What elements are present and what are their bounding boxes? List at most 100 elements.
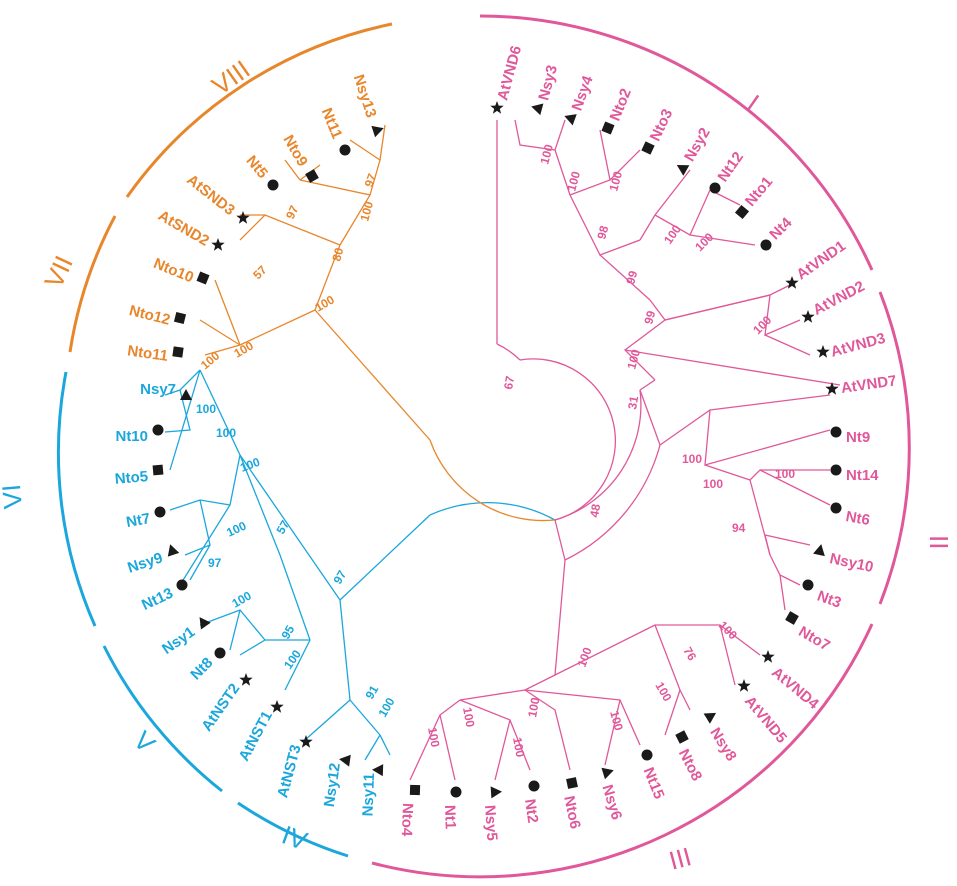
- bootstrap-value: 100: [238, 455, 262, 475]
- bootstrap-value: 100: [607, 709, 626, 732]
- leaf-label-atvnd5: AtVND5: [741, 693, 790, 747]
- circle-marker-icon: [760, 239, 772, 251]
- bootstrap-value: 99: [623, 269, 640, 286]
- star-marker-icon: [490, 101, 504, 114]
- leaf-label-atsnd2: AtSND2: [155, 207, 212, 250]
- bootstrap-value: 100: [537, 142, 556, 165]
- branches-blue: [164, 369, 556, 761]
- leaf-label-nsy4: Nsy4: [568, 73, 596, 113]
- leaf-label-atvnd3: AtVND3: [829, 330, 887, 361]
- square-marker-icon: [305, 169, 319, 183]
- bootstrap-value: 31: [625, 395, 641, 411]
- leaf-label-nt5: Nt5: [243, 152, 272, 181]
- leaf-label-nt13: Nt13: [139, 585, 176, 614]
- bootstrap-value: 100: [692, 230, 716, 254]
- leaf-label-nto8: Nto8: [675, 746, 705, 783]
- leaf-label-nt8: Nt8: [187, 654, 216, 683]
- circle-marker-icon: [641, 749, 653, 761]
- bootstrap-value: 100: [575, 645, 595, 669]
- leaf-label-nto12: Nto12: [127, 302, 172, 329]
- bootstrap-value: 100: [661, 222, 684, 247]
- triangle-marker-icon: [531, 103, 544, 116]
- leaf-label-nto6: Nto6: [560, 794, 584, 830]
- triangle-marker-icon: [813, 544, 825, 557]
- square-marker-icon: [675, 730, 689, 744]
- circle-marker-icon: [802, 579, 814, 591]
- leaf-label-atnst2: AtNST2: [198, 680, 243, 734]
- leaf-label-atvnd7: AtVND7: [840, 372, 898, 397]
- leaf-label-atvnd1: AtVND1: [793, 237, 848, 283]
- bootstrap-value: 100: [196, 402, 216, 416]
- leaf-label-nsy7: Nsy7: [140, 381, 176, 398]
- leaf-label-nto1: Nto1: [742, 173, 776, 209]
- triangle-marker-icon: [167, 544, 180, 557]
- star-marker-icon: [785, 276, 799, 289]
- star-marker-icon: [211, 238, 225, 251]
- bootstrap-value: 100: [510, 736, 527, 758]
- bootstrap-value: 94: [732, 521, 746, 535]
- leaf-label-nto11: Nto11: [126, 342, 169, 365]
- circle-marker-icon: [267, 179, 279, 191]
- square-marker-icon: [173, 311, 187, 325]
- branches-pink: [409, 119, 841, 781]
- star-marker-icon: [299, 735, 313, 748]
- leaf-label-nt9: Nt9: [846, 429, 870, 446]
- leaf-label-nt15: Nt15: [640, 765, 668, 802]
- leaf-label-nsy9: Nsy9: [125, 549, 164, 576]
- clade-label-VII: VII: [38, 251, 79, 292]
- square-marker-icon: [641, 141, 655, 155]
- bootstrap-value: 99: [641, 309, 658, 326]
- star-marker-icon: [825, 382, 839, 395]
- square-marker-icon: [409, 784, 421, 796]
- bootstrap-value: 100: [357, 199, 376, 222]
- leaf-label-nto9: Nto9: [280, 132, 311, 169]
- star-marker-icon: [270, 700, 284, 713]
- clade-label-II: II: [924, 535, 954, 549]
- bootstrap-value: 100: [216, 426, 236, 440]
- bootstrap-value: 100: [716, 618, 740, 642]
- leaf-label-nsy10: Nsy10: [828, 550, 875, 576]
- square-marker-icon: [172, 346, 184, 358]
- bootstrap-value: 100: [606, 169, 625, 192]
- triangle-marker-icon: [564, 114, 577, 126]
- bootstrap-value: 48: [587, 503, 603, 519]
- bootstrap-value: 100: [525, 696, 542, 718]
- bootstrap-blue: 97 57 91 100 95 100 100 100 100 100 100 …: [196, 402, 398, 720]
- leaf-label-nto7: Nto7: [796, 623, 833, 654]
- bootstrap-value: 100: [224, 518, 248, 539]
- leaf-label-atnst1: AtNST1: [236, 708, 276, 764]
- leaf-label-nto10: Nto10: [151, 255, 196, 286]
- leaf-label-atvnd2: AtVND2: [810, 278, 867, 319]
- arc-clade-II: [878, 291, 911, 605]
- bootstrap-value: 97: [362, 171, 380, 189]
- bootstrap-value: 76: [680, 645, 699, 664]
- star-marker-icon: [816, 345, 830, 358]
- bootstrap-value: 100: [750, 313, 774, 337]
- bootstrap-value: 100: [460, 706, 477, 728]
- star-marker-icon: [737, 679, 751, 692]
- leaf-label-nsy1: Nsy1: [159, 623, 198, 657]
- leaf-label-nt7: Nt7: [125, 510, 152, 531]
- bootstrap-value: 97: [330, 568, 349, 587]
- leaf-label-nsy13: Nsy13: [350, 72, 380, 119]
- circle-marker-icon: [154, 506, 166, 518]
- bootstrap-value: 95: [278, 623, 297, 642]
- arc-clade-VI: [56, 371, 97, 627]
- triangle-marker-icon: [703, 712, 717, 724]
- bootstrap-value: 100: [624, 347, 643, 370]
- bootstrap-value: 100: [652, 680, 674, 705]
- leaf-label-nto5: Nto5: [114, 468, 149, 488]
- circle-marker-icon: [339, 144, 351, 156]
- bootstrap-value: 100: [198, 348, 223, 372]
- circle-marker-icon: [830, 426, 842, 438]
- square-marker-icon: [566, 777, 578, 789]
- leaf-label-nsy12: Nsy12: [321, 762, 344, 808]
- triangle-marker-icon: [199, 617, 211, 630]
- circle-marker-icon: [830, 502, 842, 514]
- triangle-marker-icon: [372, 764, 384, 777]
- leaf-label-nto2: Nto2: [607, 86, 635, 123]
- clade-label-IV: IV: [278, 819, 312, 856]
- square-marker-icon: [196, 271, 210, 285]
- bootstrap-pink: 67 48 31 100 99 99 98 100 100 100 100 10…: [425, 142, 795, 758]
- leaf-label-nt11: Nt11: [318, 106, 346, 142]
